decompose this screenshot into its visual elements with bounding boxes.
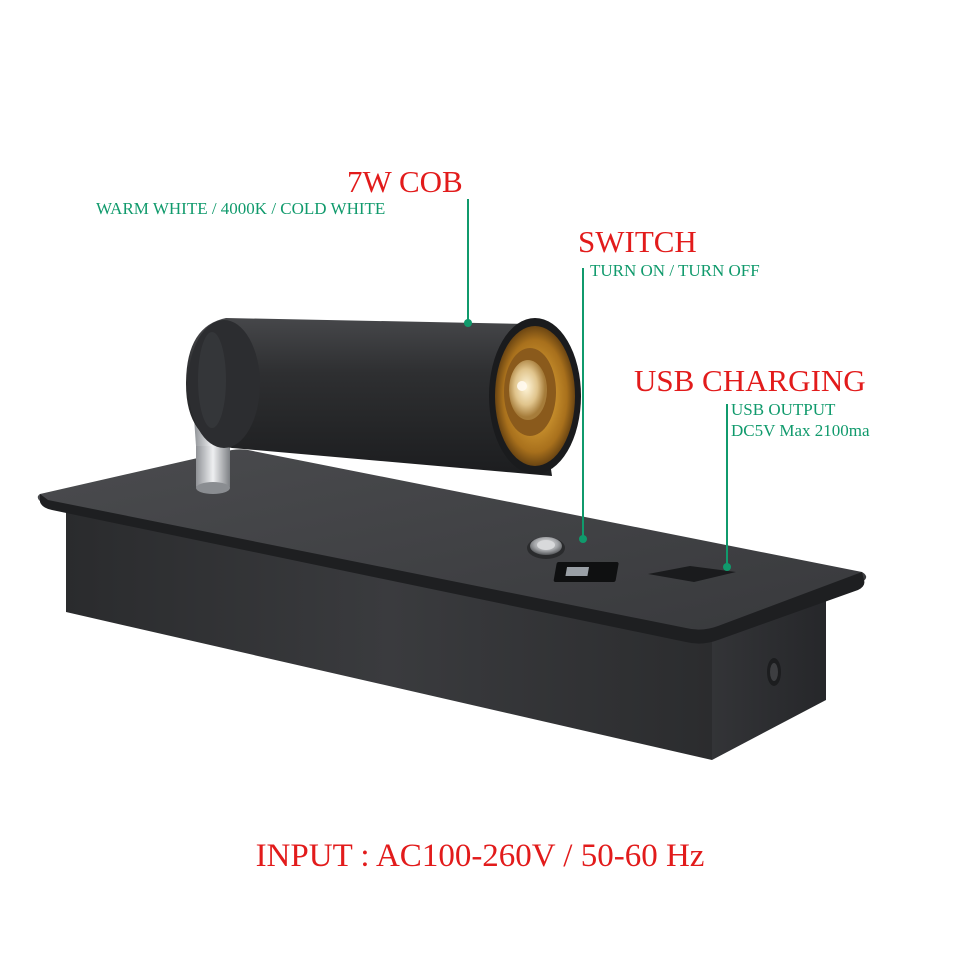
leader-dot-usb — [723, 563, 731, 571]
switch-subtitle: TURN ON / TURN OFF — [590, 261, 760, 280]
push-switch — [527, 537, 565, 559]
cob-title: 7W COB — [347, 164, 463, 199]
mounting-plate — [37, 449, 867, 638]
spotlight-tube — [186, 318, 552, 476]
side-screw — [767, 658, 781, 686]
cob-subtitle: WARM WHITE / 4000K / COLD WHITE — [96, 199, 386, 218]
usb-subtitle-line2: DC5V Max 2100ma — [731, 421, 870, 440]
leader-dot-switch — [579, 535, 587, 543]
switch-title: SWITCH — [578, 224, 697, 259]
usb-port — [553, 562, 736, 582]
callout-leaders — [467, 199, 728, 566]
input-spec: INPUT : AC100-260V / 50-60 Hz — [255, 838, 705, 874]
usb-subtitle-line1: USB OUTPUT — [731, 400, 836, 419]
leader-dot-cob — [464, 319, 472, 327]
box-front-face — [66, 512, 712, 760]
cob-lens — [489, 318, 581, 474]
usb-title: USB CHARGING — [634, 363, 866, 398]
